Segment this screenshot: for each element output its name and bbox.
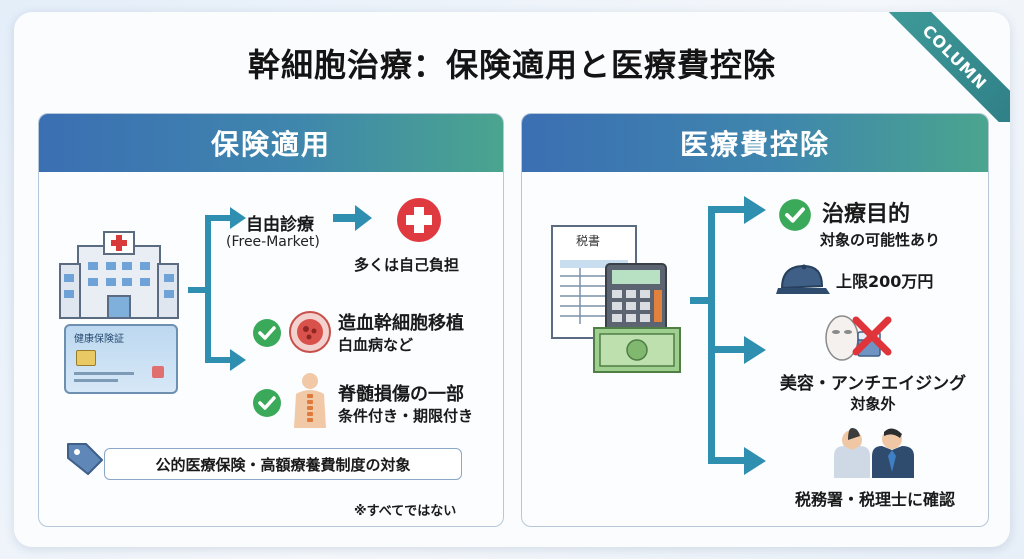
treatment-purpose-sub: 対象の可能性あり — [820, 231, 941, 249]
insurance-card-icon: 健康保険証 — [64, 324, 178, 394]
beauty-label: 美容・アンチエイジング — [779, 374, 967, 394]
limit-label: 上限200万円 — [836, 272, 934, 291]
consult-label: 税務署・税理士に確認 — [794, 490, 955, 509]
check-icon — [252, 318, 282, 348]
card-line — [74, 372, 134, 375]
blood-cell-icon — [288, 310, 332, 354]
insurance-panel-heading: 保険適用 — [39, 114, 503, 172]
medical-deduction-panel-heading: 医療費控除 — [522, 114, 988, 172]
treatment-purpose-title: 治療目的 — [822, 202, 911, 227]
spine-icon — [290, 372, 330, 428]
left-branch-arrows — [188, 205, 372, 371]
self-pay-note: 多くは自己負担 — [354, 256, 460, 274]
check-icon — [252, 388, 282, 418]
cross-icon — [850, 314, 894, 358]
card-chip — [76, 350, 96, 366]
tax-document-icon — [548, 224, 698, 384]
cap-icon — [774, 262, 830, 298]
consultants-icon — [828, 426, 920, 478]
check-icon — [778, 198, 812, 232]
beauty-sub: 対象外 — [850, 395, 896, 413]
page-title: 幹細胞治療：保険適用と医療費控除 — [247, 46, 776, 84]
footnote: ※すべてではない — [354, 504, 457, 519]
hospital-icon — [58, 228, 180, 320]
insurance-card-label: 健康保険証 — [74, 334, 124, 345]
spinal-injury-title: 脊髄損傷の一部 — [338, 384, 464, 405]
public-insurance-tag-text: 公的医療保険・高額療養費制度の対象 — [155, 455, 411, 474]
free-care-label: 自由診療 — [246, 215, 314, 235]
card-photo — [152, 366, 164, 378]
medical-cross-icon — [395, 196, 443, 244]
stem-cell-transplant-title: 造血幹細胞移植 — [338, 313, 464, 334]
price-tag-icon — [64, 440, 106, 476]
free-market-label: (Free-Market) — [226, 234, 320, 250]
stem-cell-transplant-sub: 白血病など — [338, 336, 414, 354]
card-line — [74, 379, 118, 382]
public-insurance-tag: 公的医療保険・高額療養費制度の対象 — [104, 448, 462, 480]
spinal-injury-sub: 条件付き・期限付き — [338, 407, 474, 425]
tax-document-label: 税書 — [576, 234, 601, 248]
